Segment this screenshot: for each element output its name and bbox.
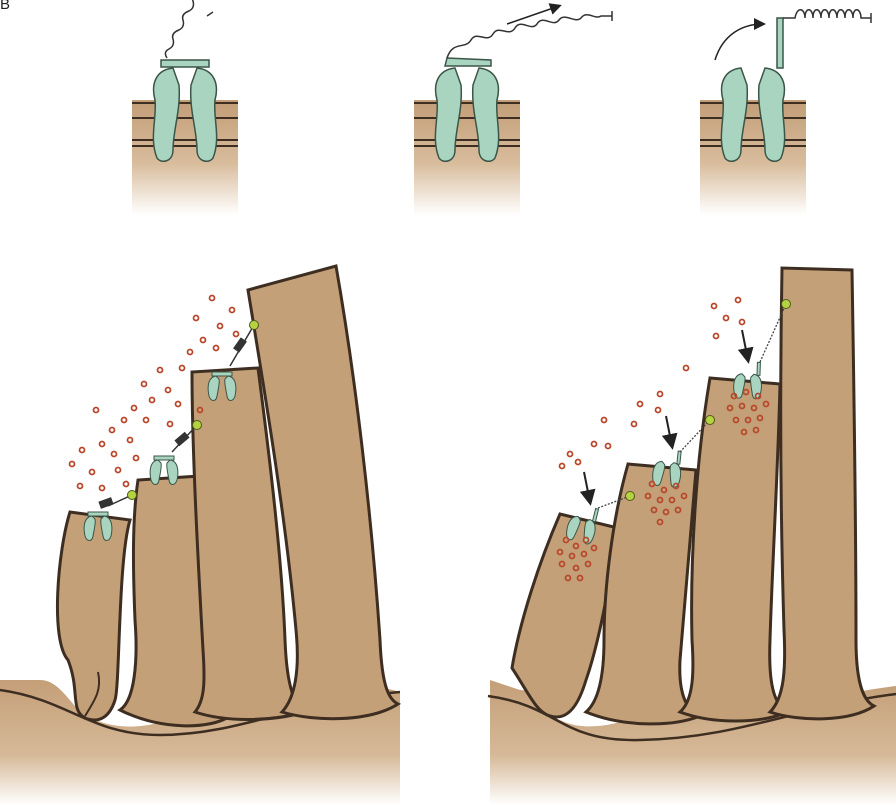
channel-gate-closed <box>161 60 209 67</box>
tip-link-anchor-icon <box>782 300 791 309</box>
hair-bundle-resting <box>0 266 400 805</box>
gating-spring-icon <box>447 15 612 58</box>
pull-arrow-icon <box>507 6 559 24</box>
tip-link-anchor-icon <box>250 321 259 330</box>
gating-spring-icon <box>165 0 201 58</box>
tip-link-anchor-icon <box>193 421 202 430</box>
tip-link-anchor-icon <box>706 416 715 425</box>
channel-model-1 <box>132 0 238 215</box>
channel-model-3 <box>700 10 871 215</box>
swing-arrow-icon <box>715 24 763 60</box>
channel-model-2 <box>414 6 612 215</box>
hair-bundle-deflected <box>488 268 896 805</box>
channel-gate-open <box>777 18 783 68</box>
stereocilium-tall <box>680 378 788 721</box>
channel-gate-tilted <box>445 58 491 66</box>
tip-link-anchor-icon <box>626 492 635 501</box>
tip-link-anchor-icon <box>128 491 137 500</box>
gating-spring-icon <box>783 10 871 18</box>
stereocilium-tallest <box>770 268 874 719</box>
stereocilium-short <box>57 512 130 720</box>
